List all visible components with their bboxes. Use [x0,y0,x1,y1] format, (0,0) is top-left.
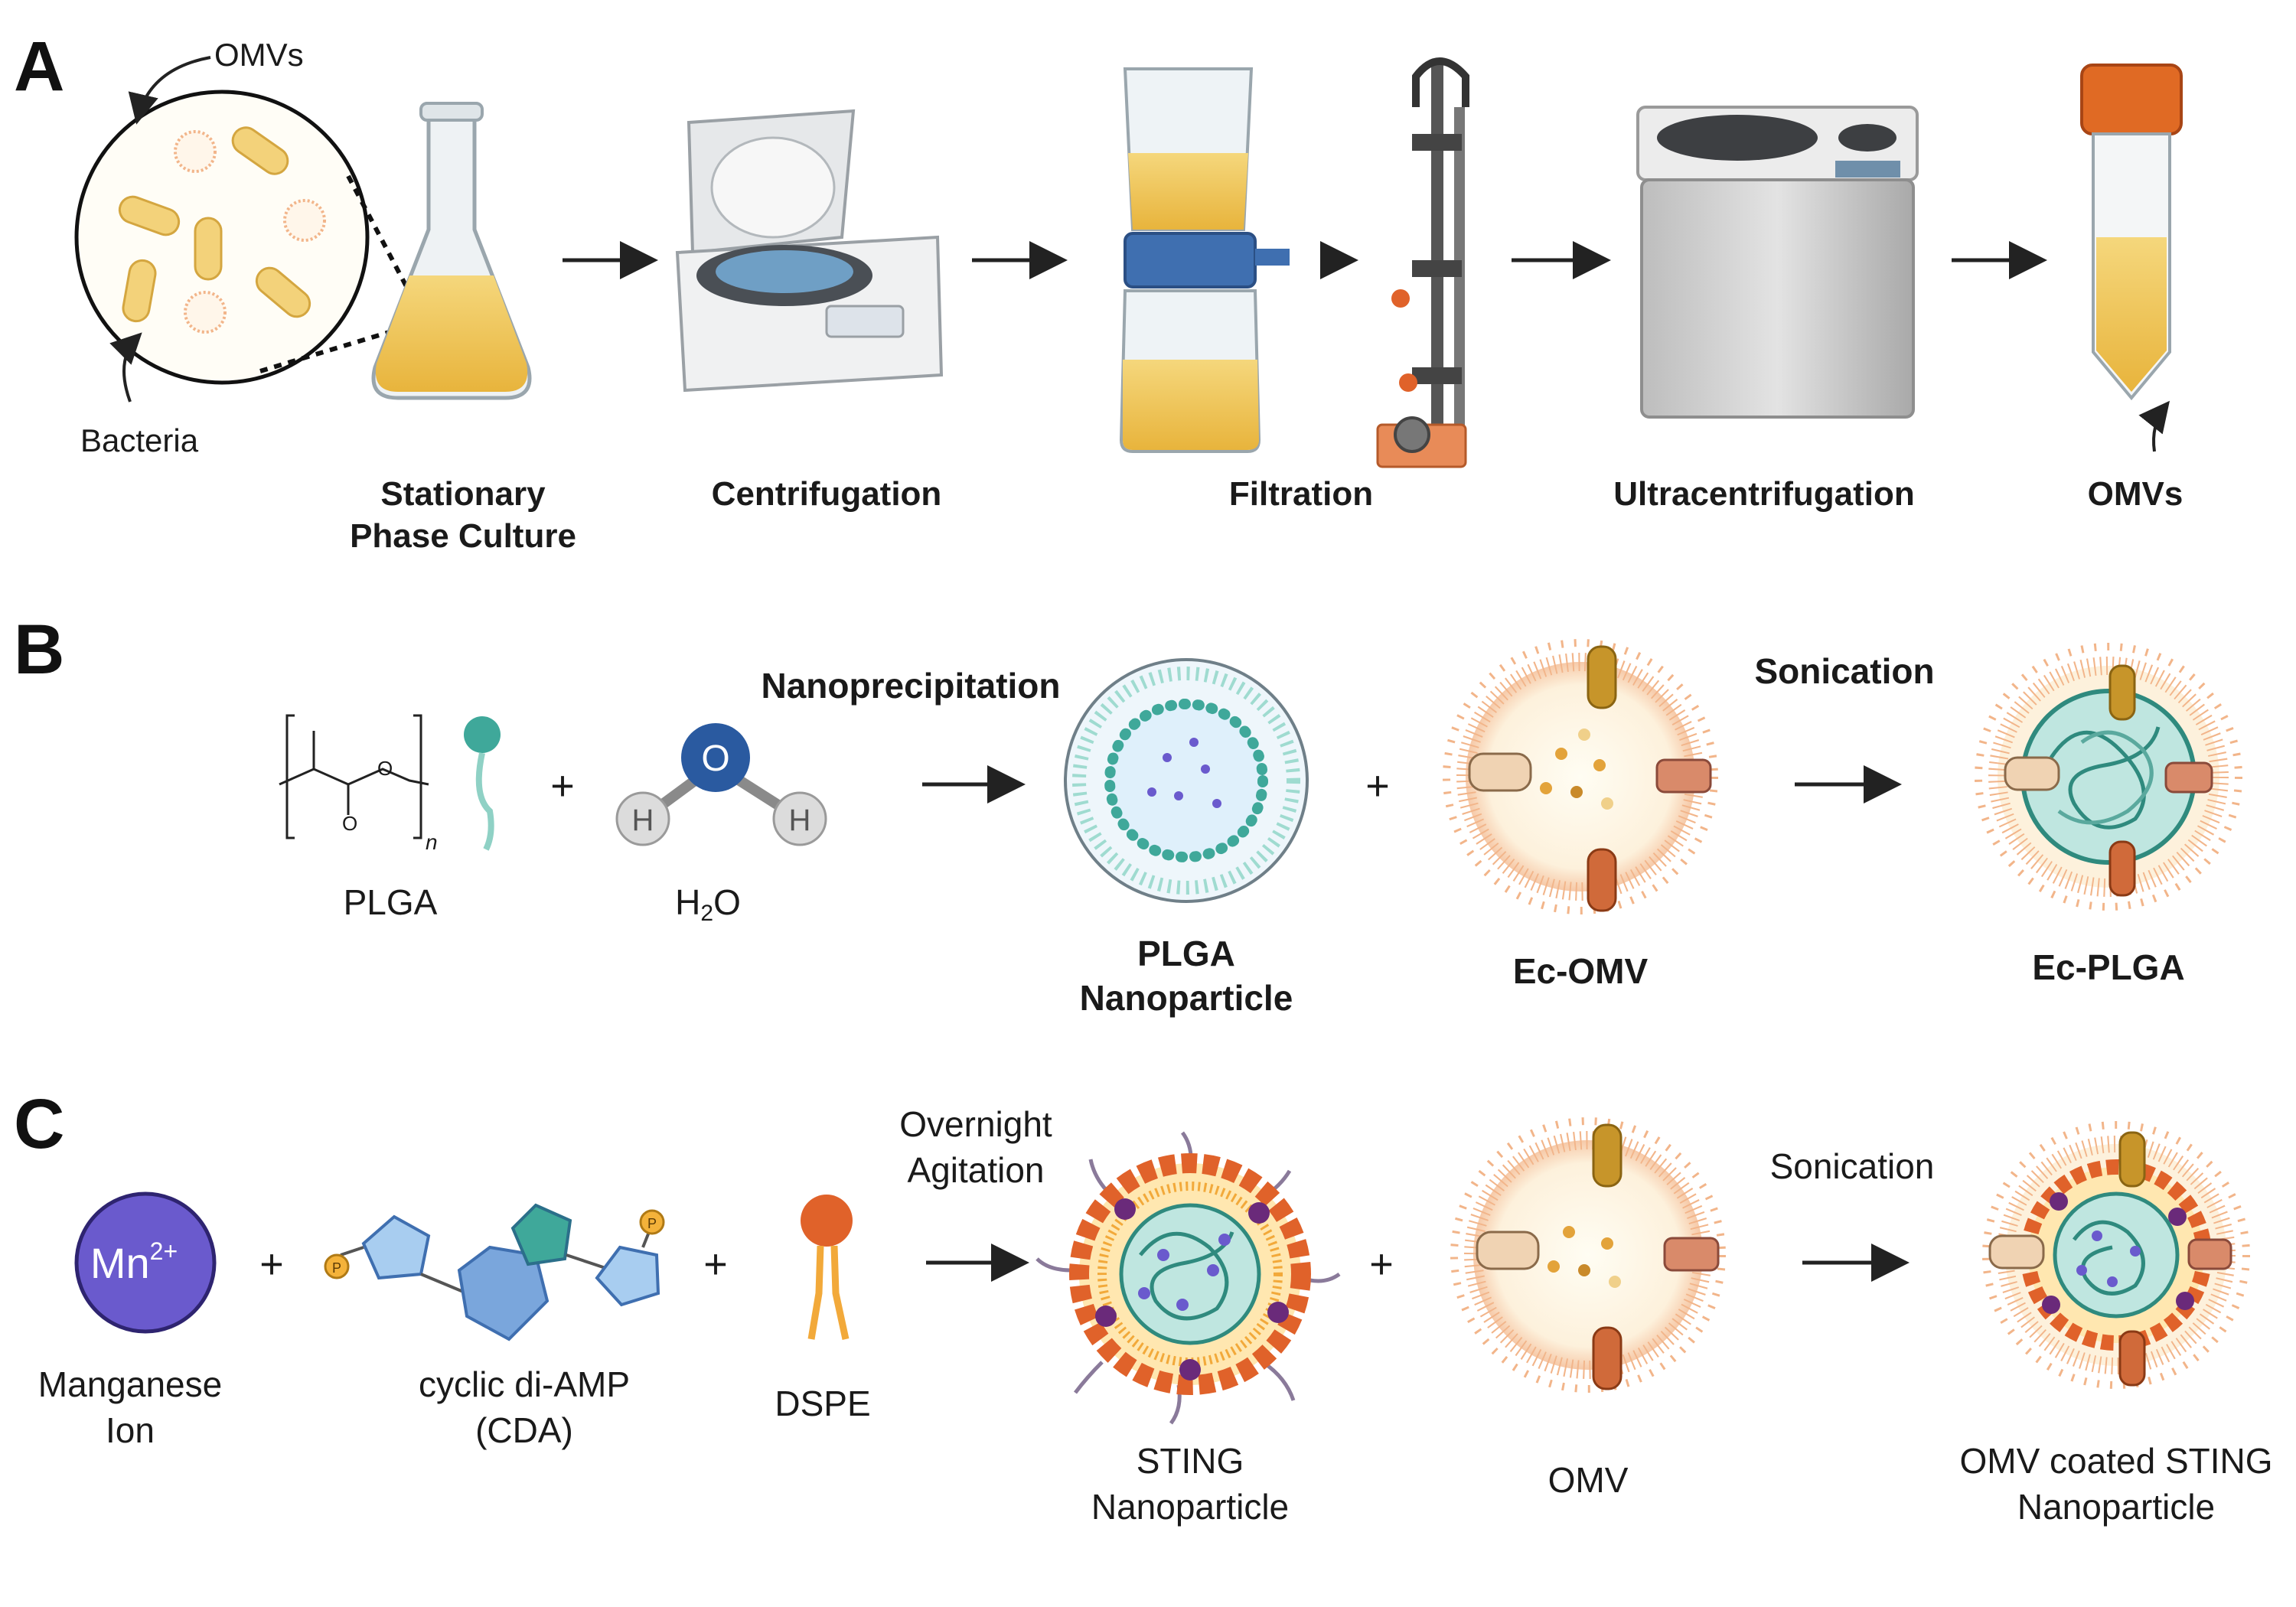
bacterium-icon [118,126,311,323]
plga-nanoparticle-line2: Nanoparticle [1080,978,1293,1018]
panel-b-letter: B [14,611,64,689]
sting-line2: Nanoparticle [1091,1487,1289,1527]
step-omvs: OMVs [2088,475,2183,513]
overnight-line2: Agitation [907,1150,1044,1190]
cda-line2: (CDA) [475,1410,573,1450]
coated-line2: Nanoparticle [2017,1487,2215,1527]
ec-plga-icon [1975,643,2242,911]
plga-structure [279,714,429,839]
erlenmeyer-flask-icon [371,102,532,400]
centrifuge-icon [675,109,944,393]
ec-omv-icon [1443,639,1718,914]
bacteria-label: Bacteria [80,422,199,458]
step-centrifugation: Centrifugation [712,475,942,513]
plus-c2: + [703,1241,728,1287]
step-filtration: Filtration [1229,475,1373,513]
tangential-flow-icon [1376,57,1469,468]
plga-ester-o: O [377,757,393,780]
ec-omv-label: Ec-OMV [1513,951,1649,991]
plga-lipid-icon [464,716,501,851]
water-molecule-icon [615,723,827,846]
plus-c3: + [1369,1241,1394,1287]
ultracentrifuge-icon [1636,106,1919,419]
omv-icon [1450,1117,1726,1393]
plga-label: PLGA [344,882,438,922]
manganese-line1: Manganese [38,1364,222,1404]
plga-carbonyl-o: O [342,812,357,835]
omvs-callout-arrow [128,56,211,125]
cda-line1: cyclic di-AMP [419,1364,630,1404]
step-stationary-line1: Stationary [380,475,546,513]
water-label: H2O [675,882,741,926]
water-h-atom-left: H [632,804,654,837]
panel-c-letter: C [14,1085,64,1163]
manganese-ion-icon [74,1191,217,1334]
inset-omvs-label: OMVs [214,37,304,73]
sonication-label-b: Sonication [1754,651,1934,691]
plus-b2: + [1365,763,1390,809]
mn-symbol: Mn2+ [90,1237,178,1287]
coated-line1: OMV coated STING [1959,1441,2272,1481]
water-h-atom-right: H [789,804,811,837]
plga-nanoparticle-line1: PLGA [1137,934,1235,973]
dspe-label: DSPE [775,1384,870,1423]
omv-label: OMV [1548,1460,1629,1500]
step-stationary-line2: Phase Culture [350,517,576,555]
falcon-tube-icon [2080,64,2183,401]
sonication-label-c: Sonication [1770,1146,1935,1186]
plus-c1: + [259,1241,284,1287]
nanoprecipitation-label: Nanoprecipitation [761,666,1060,706]
sting-nanoparticle-icon [1035,1131,1341,1425]
omvs-pellet-arrow [2138,400,2170,452]
omv-coated-sting-icon [1982,1121,2250,1389]
omv-small-icon [174,130,326,334]
plus-b1: + [550,763,575,809]
vacuum-filter-icon [1119,67,1290,453]
phosphate-left: P [332,1260,341,1276]
overnight-line1: Overnight [899,1104,1052,1144]
bacteria-callout-arrow [109,332,142,403]
manganese-line2: Ion [106,1410,155,1450]
phosphate-right: P [647,1216,657,1231]
step-ultracentrifugation: Ultracentrifugation [1613,475,1915,513]
water-o-atom: O [701,738,729,779]
plga-nanoparticle-icon [1064,658,1309,903]
cyclic-di-amp-icon [324,1203,665,1341]
plga-repeat-n: n [426,830,438,854]
bacteria-inset [74,90,370,385]
ec-plga-label: Ec-PLGA [2032,947,2184,987]
panel-a-letter: A [14,28,64,106]
sting-line1: STING [1137,1441,1244,1481]
dspe-lipid-icon [801,1195,853,1340]
